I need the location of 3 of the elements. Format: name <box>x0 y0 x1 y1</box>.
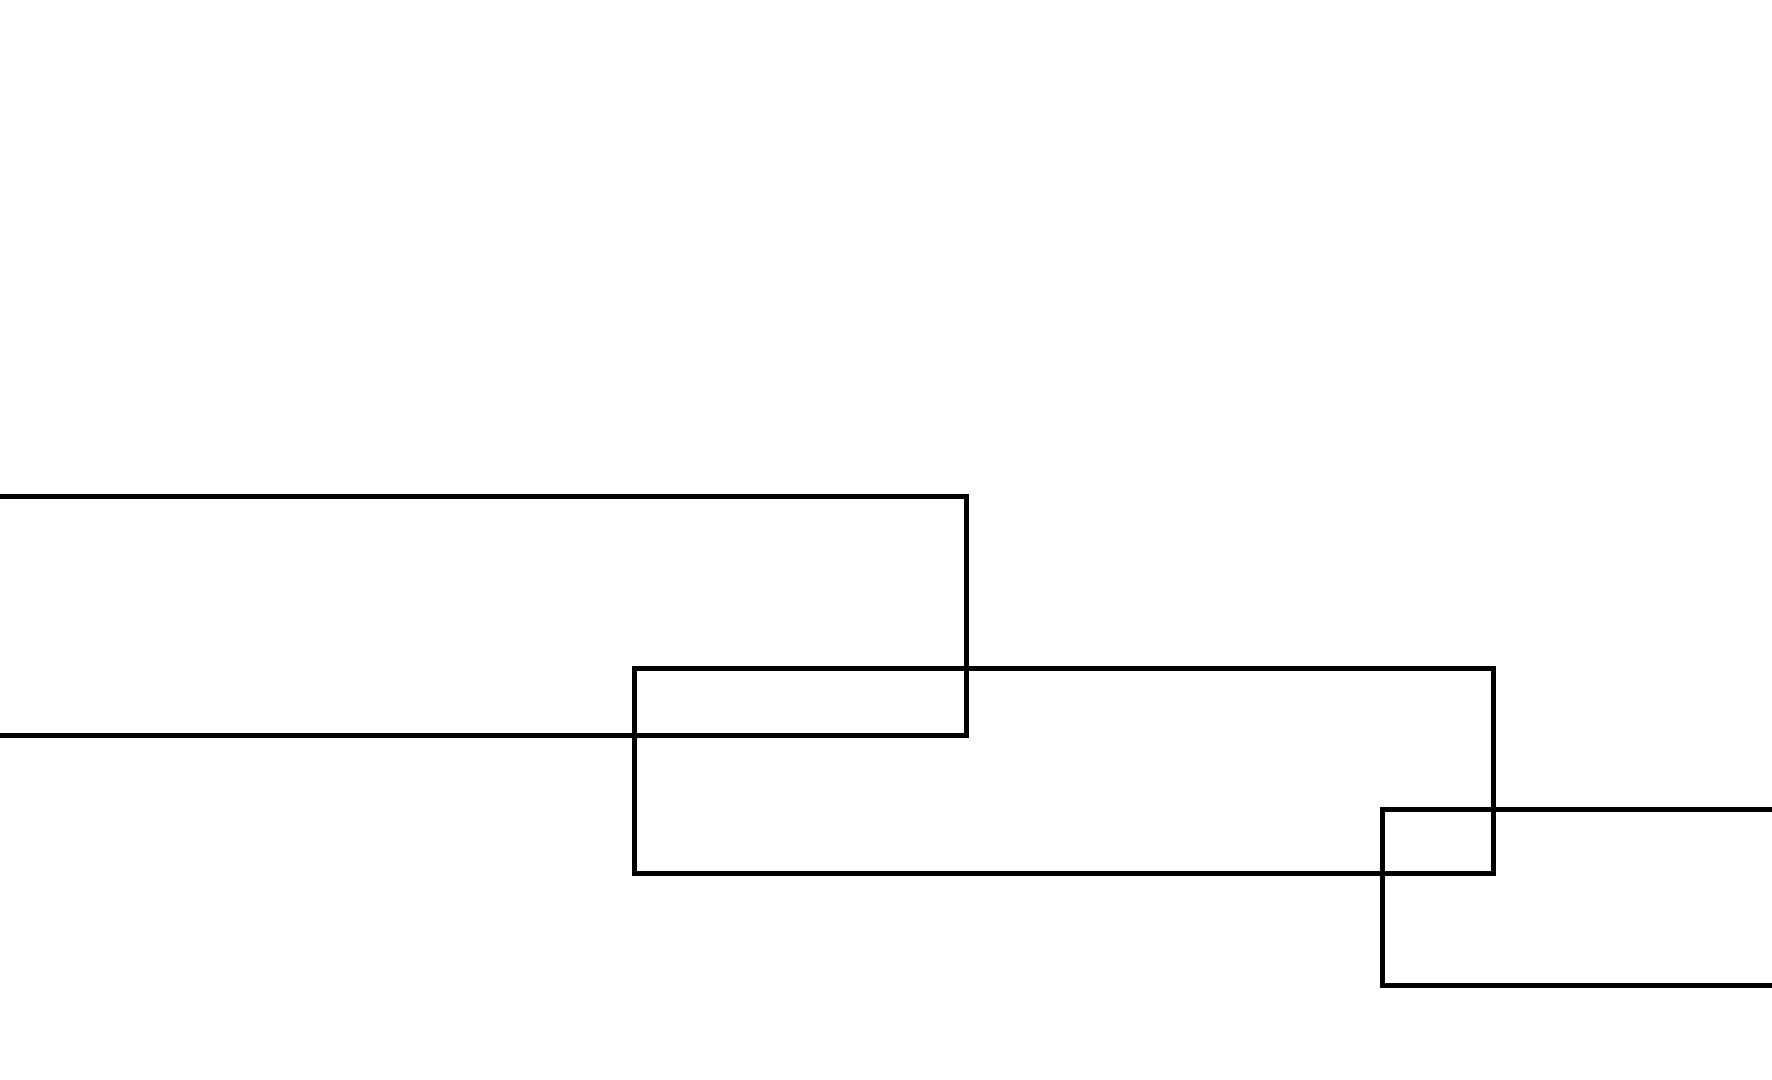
rectangle-outline <box>1380 807 1772 988</box>
rectangle-outline <box>0 494 969 738</box>
rectangle-outline <box>632 666 1496 876</box>
